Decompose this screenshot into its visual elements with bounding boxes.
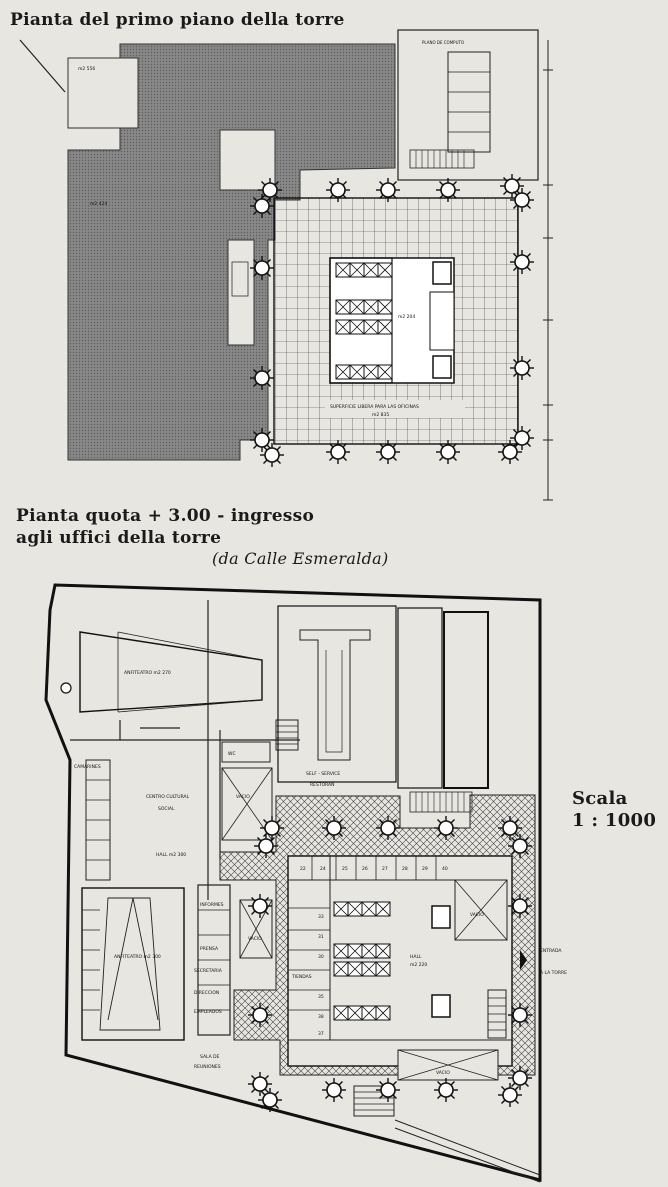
label-restaurant: RESTORAN (310, 782, 335, 788)
label-camarines: CAMARINES (74, 764, 101, 770)
label-entrance-2: A LA TORRE (540, 970, 567, 976)
label-main-hall: HALL (410, 954, 422, 960)
shop-number: 27 (382, 866, 388, 872)
shop-number: 22 (300, 866, 306, 872)
svg-text:m2 424: m2 424 (90, 201, 107, 207)
svg-text:PLANO DE COMPUTO: PLANO DE COMPUTO (422, 40, 464, 45)
core-area-label: m2 204 (398, 314, 415, 320)
label-tiendas: TIENDAS (291, 974, 312, 980)
label-informes: INFORMES (200, 902, 224, 908)
label-entrance-1: ENTRADA (540, 948, 562, 954)
shop-number: 24 (320, 866, 326, 872)
shop-number: 29 (422, 866, 428, 872)
label-void-4: VACIO (248, 936, 262, 942)
label-direccion: DIRECCION (194, 990, 219, 996)
shop-numbers: 22 24 25 26 27 28 29 40 33 31 30 35 38 3… (300, 866, 448, 1037)
label-self-service: SELF - SERVICE (306, 771, 340, 777)
label-amphitheatre-1: ANFITEATRO m2 270 (124, 670, 171, 676)
shop-number: 26 (362, 866, 368, 872)
shop-number: 40 (442, 866, 448, 872)
shop-number: 38 (318, 1014, 324, 1020)
label-empleados: EMPLEADOS (194, 1009, 222, 1015)
label-amphitheatre-2: ANFITEATRO m2 300 (114, 954, 161, 960)
label-prensa: PRENSA (200, 946, 219, 952)
ground-plan-title-line1: Pianta quota + 3.00 - ingresso (16, 506, 315, 526)
label-cultural-hall: HALL m2 300 (156, 852, 186, 858)
label-secretaria: SECRETARIA (194, 968, 223, 974)
ground-plan-title-line2: agli uffici della torre (16, 528, 222, 548)
office-surface-label: SUPERFICIE LIBERA PARA LAS OFICINAS (330, 404, 419, 410)
shop-number: 33 (318, 914, 324, 920)
label-cultural-centre-1: CENTRO CULTURAL (146, 794, 190, 800)
label-meeting-room-2: REUNIONES (194, 1064, 221, 1070)
label-void-3: VACIO (436, 1070, 450, 1076)
shop-number: 35 (318, 994, 324, 1000)
label-meeting-room-1: SALA DE (200, 1054, 220, 1060)
ground-floor-plan: ANFITEATRO m2 270 CAMARINES CENTRO CULTU… (44, 583, 567, 1183)
label-void-1: VACIO (236, 794, 250, 800)
label-wc: WC (228, 751, 236, 757)
scale-value: 1 : 1000 (572, 810, 657, 831)
scale-label: Scala (572, 788, 628, 809)
top-plan-title: Pianta del primo piano della torre (10, 10, 345, 30)
top-floor-plan: m2 556 m2 424 PLANO DE COMPUTO m2 204 SU… (19, 29, 553, 501)
label-void-2: VACIO (470, 912, 484, 918)
shop-number: 28 (402, 866, 408, 872)
ground-plan-note: (da Calle Esmeralda) (212, 549, 389, 568)
shop-number: 37 (318, 1031, 324, 1037)
label-main-hall-area: m2 220 (410, 962, 427, 968)
label-cultural-centre-2: SOCIAL (158, 806, 175, 812)
svg-text:m2 556: m2 556 (78, 66, 95, 72)
office-area-label: m2 835 (372, 412, 389, 418)
shop-number: 30 (318, 954, 324, 960)
shop-number: 25 (342, 866, 348, 872)
shop-number: 31 (318, 934, 324, 940)
